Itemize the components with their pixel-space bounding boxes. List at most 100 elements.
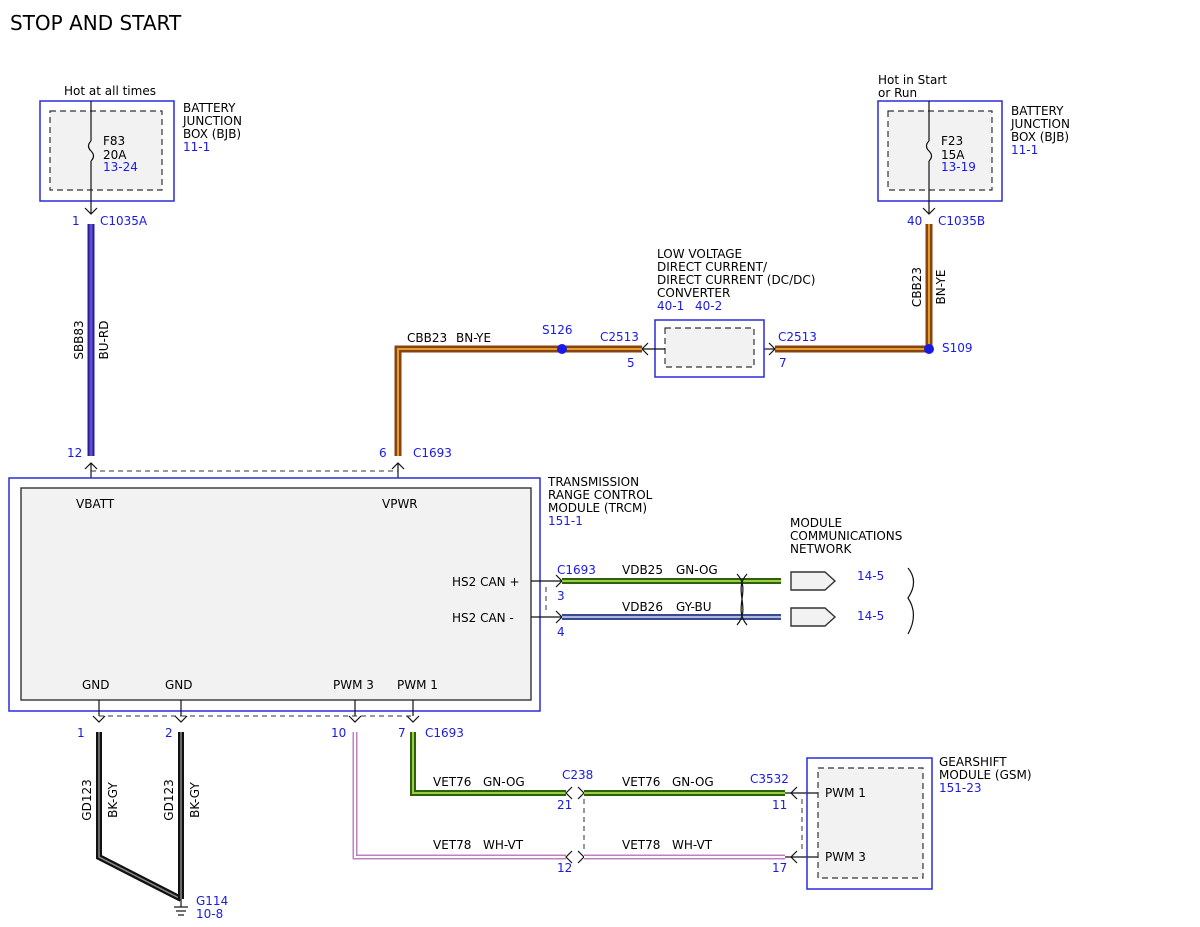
right-vert-circuit: CBB23 <box>910 267 924 307</box>
pwm1-pin: 7 <box>398 726 406 740</box>
c238-top-left-pin-icon <box>565 786 573 800</box>
dcdc-name-1: LOW VOLTAGE <box>657 247 742 261</box>
gnd1-circuit: GD123 <box>80 779 94 820</box>
dcdc-left-connector: C2513 <box>600 330 639 344</box>
c238-connector: C238 <box>562 768 593 782</box>
c238-pin-bottom: 12 <box>557 861 572 875</box>
trcm-hs2-can-plus: HS2 CAN + <box>452 575 520 589</box>
vet78-b-circuit: VET78 <box>622 838 660 852</box>
gsm-pwm1: PWM 1 <box>825 786 866 800</box>
right-bjb-connector: C1035B <box>938 214 985 228</box>
trcm-body <box>20 487 532 701</box>
right-bjb-name-1: BATTERY <box>1011 104 1064 118</box>
left-bjb-pin: 1 <box>72 214 80 228</box>
gnd-pin-1: 1 <box>77 726 85 740</box>
gnd1-pin-icon <box>92 715 106 723</box>
trcm-pwm3: PWM 3 <box>333 678 374 692</box>
can-minus-circuit: VDB26 <box>622 600 663 614</box>
vet76-b-circuit: VET76 <box>622 775 660 789</box>
gsm-name-1: GEARSHIFT <box>939 755 1007 769</box>
wire-vbatt: SBB83 BU-RD 12 <box>67 224 111 478</box>
gnd-pin-2: 2 <box>165 726 173 740</box>
gnd1-color: BK-GY <box>106 782 120 818</box>
network-brace-icon <box>907 567 915 635</box>
left-bjb-name-1: BATTERY <box>183 101 236 115</box>
can-plus-connector: C1693 <box>557 563 596 577</box>
dcdc-ref2: 40-2 <box>695 299 722 313</box>
trcm-name-2: RANGE CONTROL <box>548 488 653 502</box>
vpwr-connector: C1693 <box>413 446 452 460</box>
gsm-pin-top: 11 <box>772 798 787 812</box>
gnd2-color: BK-GY <box>188 782 202 818</box>
gsm-page: 151-23 <box>939 781 982 795</box>
right-fuse-ref: 13-19 <box>941 160 976 174</box>
dcdc-inner <box>664 327 755 368</box>
left-fuse-icon <box>87 140 95 162</box>
dcdc-converter: LOW VOLTAGE DIRECT CURRENT/ DIRECT CURRE… <box>600 247 815 378</box>
right-bjb-name-2: JUNCTION <box>1010 117 1070 131</box>
vet76-b-color: GN-OG <box>672 775 714 789</box>
left-fuse-id: F83 <box>103 134 125 148</box>
dcdc-name-4: CONVERTER <box>657 286 730 300</box>
right-bjb-supply-1: Hot in Start <box>878 73 947 87</box>
trcm-gnd-1: GND <box>82 678 110 692</box>
can-minus-color: GY-BU <box>676 600 712 614</box>
splice-s109-dot <box>924 344 934 354</box>
left-bjb-inner <box>49 110 163 191</box>
can-plus-pin: 3 <box>557 589 565 603</box>
gnd2-circuit: GD123 <box>162 779 176 820</box>
c238-bottom-left-pin-icon <box>565 850 573 864</box>
c238-bottom-right-pin-icon <box>577 850 585 864</box>
can-plus-network-arrow <box>790 571 837 591</box>
splice-s126: S126 <box>542 323 573 337</box>
network-name-1: MODULE <box>790 516 842 530</box>
gsm-pin-bottom: 17 <box>772 861 787 875</box>
twisted-pair-icon <box>736 573 748 626</box>
right-bjb-outline <box>877 100 1003 202</box>
trcm-page: 151-1 <box>548 514 583 528</box>
right-bjb-name-3: BOX (BJB) <box>1011 130 1069 144</box>
trcm-module: TRANSMISSION RANGE CONTROL MODULE (TRCM)… <box>8 475 653 712</box>
pwm3-pin: 10 <box>331 726 346 740</box>
c238-pin-top: 21 <box>557 798 572 812</box>
vbatt-color: BU-RD <box>97 321 111 360</box>
pwm1-pin-icon <box>406 715 420 723</box>
left-bjb-connector-icon <box>84 207 98 215</box>
vpwr-circuit: CBB23 <box>407 331 447 345</box>
right-bjb-pin: 40 <box>907 214 922 228</box>
dcdc-ref1: 40-1 <box>657 299 684 313</box>
left-bjb-name-2: JUNCTION <box>182 114 242 128</box>
wire-right-vertical: CBB23 BN-YE <box>910 224 948 349</box>
right-bjb-supply-2: or Run <box>878 86 917 100</box>
can-network-wires: MODULE COMMUNICATIONS NETWORK C1693 3 VD… <box>531 516 915 639</box>
wire-s109-to-dcdc: S109 C2513 7 <box>764 330 973 370</box>
left-fuse-rating: 20A <box>103 148 127 162</box>
ground-ref: 10-8 <box>196 907 223 921</box>
left-bjb-supply: Hot at all times <box>64 84 156 98</box>
splice-s109: S109 <box>942 341 973 355</box>
left-bjb-page: 11-1 <box>183 140 210 154</box>
vet76-a-circuit: VET76 <box>433 775 471 789</box>
ground-symbol-icon <box>174 899 188 916</box>
right-fuse-rating: 15A <box>941 148 965 162</box>
right-fuse-icon <box>925 140 933 162</box>
right-bjb-inner <box>887 110 993 191</box>
left-bjb-outline <box>39 100 175 202</box>
left-bjb-name-3: BOX (BJB) <box>183 127 241 141</box>
right-battery-junction-box: Hot in Start or Run F23 15A 13-19 BATTER… <box>877 73 1070 228</box>
trcm-gnd-2: GND <box>165 678 193 692</box>
vet78-b-color: WH-VT <box>672 838 713 852</box>
left-fuse-ref: 13-24 <box>103 160 138 174</box>
network-name-3: NETWORK <box>790 542 853 556</box>
trcm-vpwr: VPWR <box>382 497 418 511</box>
trcm-name-3: MODULE (TRCM) <box>548 501 647 515</box>
dcdc-left-pin: 5 <box>627 356 635 370</box>
vet78-a-circuit: VET78 <box>433 838 471 852</box>
right-vert-color: BN-YE <box>934 269 948 304</box>
vpwr-pin: 6 <box>379 446 387 460</box>
right-bjb-page: 11-1 <box>1011 143 1038 157</box>
vet78-a-color: WH-VT <box>483 838 524 852</box>
can-plus-color: GN-OG <box>676 563 718 577</box>
page-title: STOP AND START <box>10 11 182 35</box>
dcdc-right-pin: 7 <box>779 356 787 370</box>
